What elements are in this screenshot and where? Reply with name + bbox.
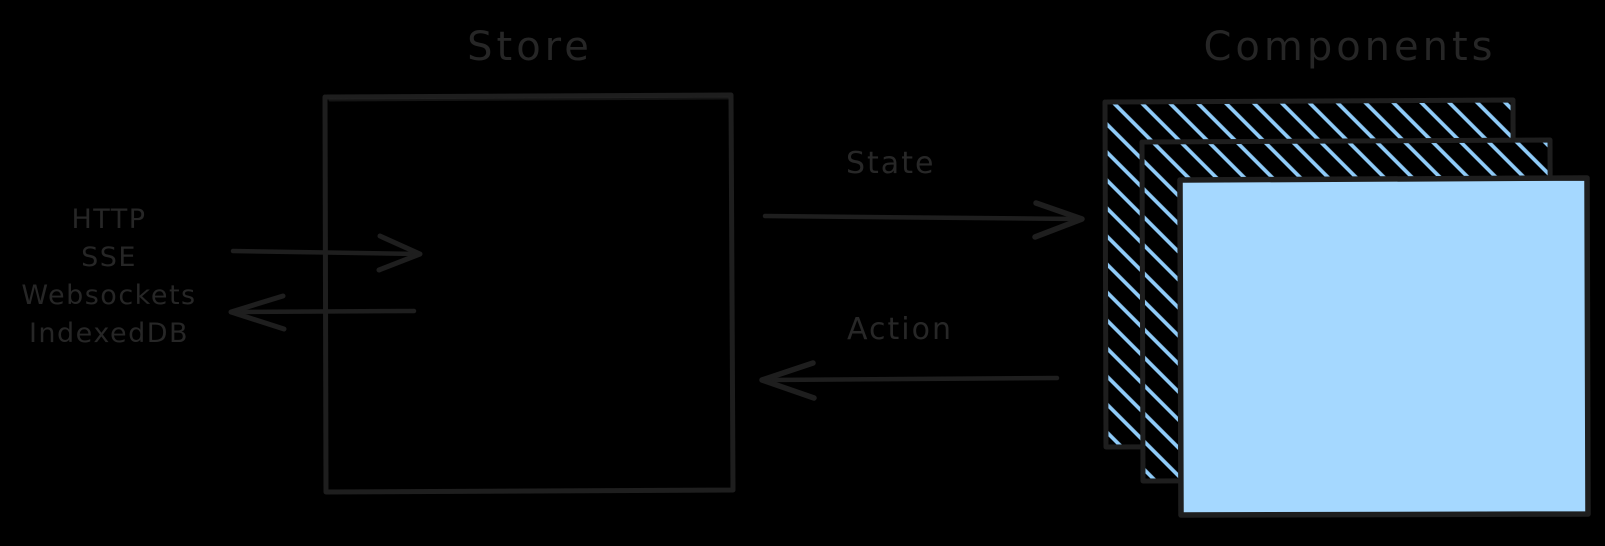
components-title: Components	[1203, 24, 1497, 70]
action-edge-label: Action	[847, 312, 953, 347]
state-arrow	[762, 200, 1085, 240]
protocol-label-sse: SSE	[81, 242, 137, 273]
component-card-front	[1177, 175, 1591, 518]
protocol-label-indexeddb: IndexedDB	[28, 318, 190, 349]
state-edge-label: State	[846, 146, 936, 181]
ingress-arrow	[230, 233, 423, 273]
protocol-label-http: HTTP	[71, 204, 147, 235]
action-arrow	[759, 360, 1060, 401]
store-box	[322, 92, 736, 495]
store-title: Store	[467, 24, 593, 70]
egress-arrow	[228, 293, 417, 332]
protocol-label-websockets: Websockets	[21, 280, 197, 311]
